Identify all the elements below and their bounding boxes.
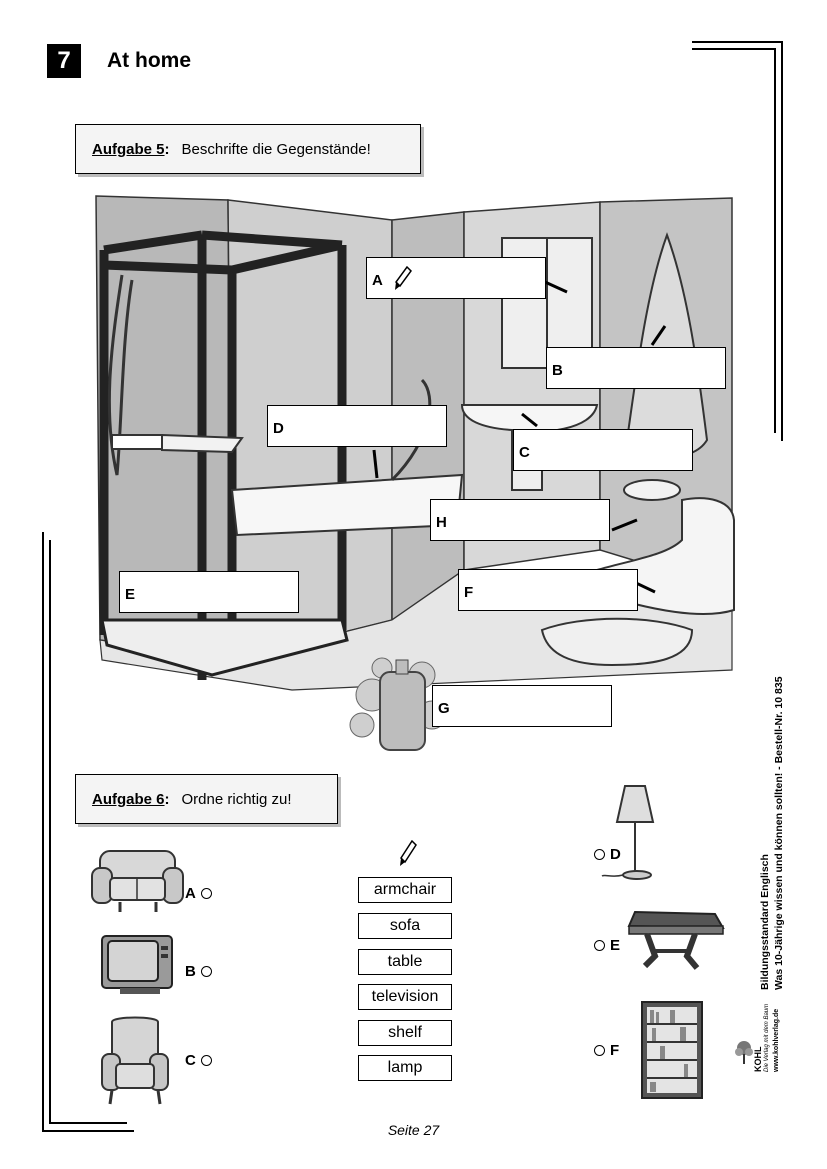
task5-box: Aufgabe 5: Beschrifte die Gegenstände! (75, 124, 421, 174)
option-d-circle[interactable] (594, 849, 605, 860)
label-box-b[interactable]: B (546, 347, 726, 389)
task6-label: Aufgabe 6 (92, 790, 165, 808)
frame-top-line-outer (692, 41, 782, 43)
option-c-letter: C (185, 1052, 196, 1069)
word-sofa: sofa (358, 913, 452, 939)
label-box-c[interactable]: C (513, 429, 693, 471)
option-d-letter: D (610, 846, 621, 863)
frame-bottom-line-outer (42, 1130, 134, 1132)
label-box-d[interactable]: D (267, 405, 447, 447)
frame-bottom-line-inner (49, 1122, 127, 1124)
label-box-g[interactable]: G (432, 685, 612, 727)
task6-box: Aufgabe 6: Ordne richtig zu! (75, 774, 338, 824)
word-television: television (358, 984, 452, 1010)
frame-left-line-outer (42, 532, 44, 1132)
label-letter-d: D (273, 420, 284, 437)
shelf-picture (641, 1001, 703, 1099)
frame-left-line-inner (49, 540, 51, 1124)
option-a-circle[interactable] (200, 888, 212, 899)
label-box-f[interactable]: F (458, 569, 638, 611)
label-letter-g: G (438, 700, 450, 717)
label-letter-h: H (436, 514, 447, 531)
sidebar-order-info: Was 10-Jährige wissen und können sollten… (773, 676, 785, 990)
publisher-tagline: Die Verlag mit dem Baum (764, 1003, 770, 1072)
sofa-picture (91, 850, 184, 912)
label-letter-c: C (519, 444, 530, 461)
chapter-number: 7 (47, 44, 81, 78)
word-table: table (358, 949, 452, 975)
option-b-letter: B (185, 963, 196, 980)
sidebar-series-title: Bildungsstandard Englisch (759, 854, 771, 990)
pencil-icon (400, 840, 417, 866)
label-box-a[interactable]: A (366, 257, 546, 299)
publisher-tree-logo (735, 1041, 753, 1064)
task6-instruction: Ordne richtig zu! (181, 790, 292, 808)
option-a[interactable]: A (185, 885, 212, 902)
label-letter-e: E (125, 586, 136, 603)
chapter-title: At home (107, 49, 191, 72)
option-e-letter: E (610, 937, 621, 954)
option-f-circle[interactable] (594, 1045, 605, 1056)
frame-top-line-inner (692, 48, 775, 50)
word-lamp: lamp (358, 1055, 452, 1081)
option-f[interactable]: F (594, 1042, 619, 1059)
label-letter-a: A (372, 272, 383, 289)
label-letter-f: F (464, 584, 474, 601)
task5-label: Aufgabe 5 (92, 140, 165, 158)
lamp-picture (601, 785, 655, 880)
option-b-circle[interactable] (200, 966, 212, 977)
page-number: Seite 27 (387, 1122, 440, 1138)
word-shelf: shelf (358, 1020, 452, 1046)
task5-instruction: Beschrifte die Gegenstände! (181, 140, 371, 158)
armchair-picture (101, 1016, 169, 1105)
option-a-letter: A (185, 885, 196, 902)
option-f-letter: F (610, 1042, 620, 1059)
frame-right-line-inner (774, 48, 776, 433)
option-e[interactable]: E (594, 937, 620, 954)
table-picture (627, 910, 725, 970)
label-box-e[interactable]: E (119, 571, 299, 613)
option-b[interactable]: B (185, 963, 212, 980)
option-c[interactable]: C (185, 1052, 212, 1069)
option-c-circle[interactable] (200, 1055, 212, 1066)
television-picture (101, 935, 173, 994)
publisher-website: www.kohlverlag.de (773, 1008, 780, 1072)
word-armchair: armchair (358, 877, 452, 903)
pencil-icon (395, 266, 412, 290)
option-e-circle[interactable] (594, 940, 605, 951)
option-d[interactable]: D (594, 846, 621, 863)
label-box-h[interactable]: H (430, 499, 610, 541)
label-letter-b: B (552, 362, 563, 379)
frame-right-line-outer (781, 41, 783, 441)
bathroom-illustration (95, 195, 735, 751)
